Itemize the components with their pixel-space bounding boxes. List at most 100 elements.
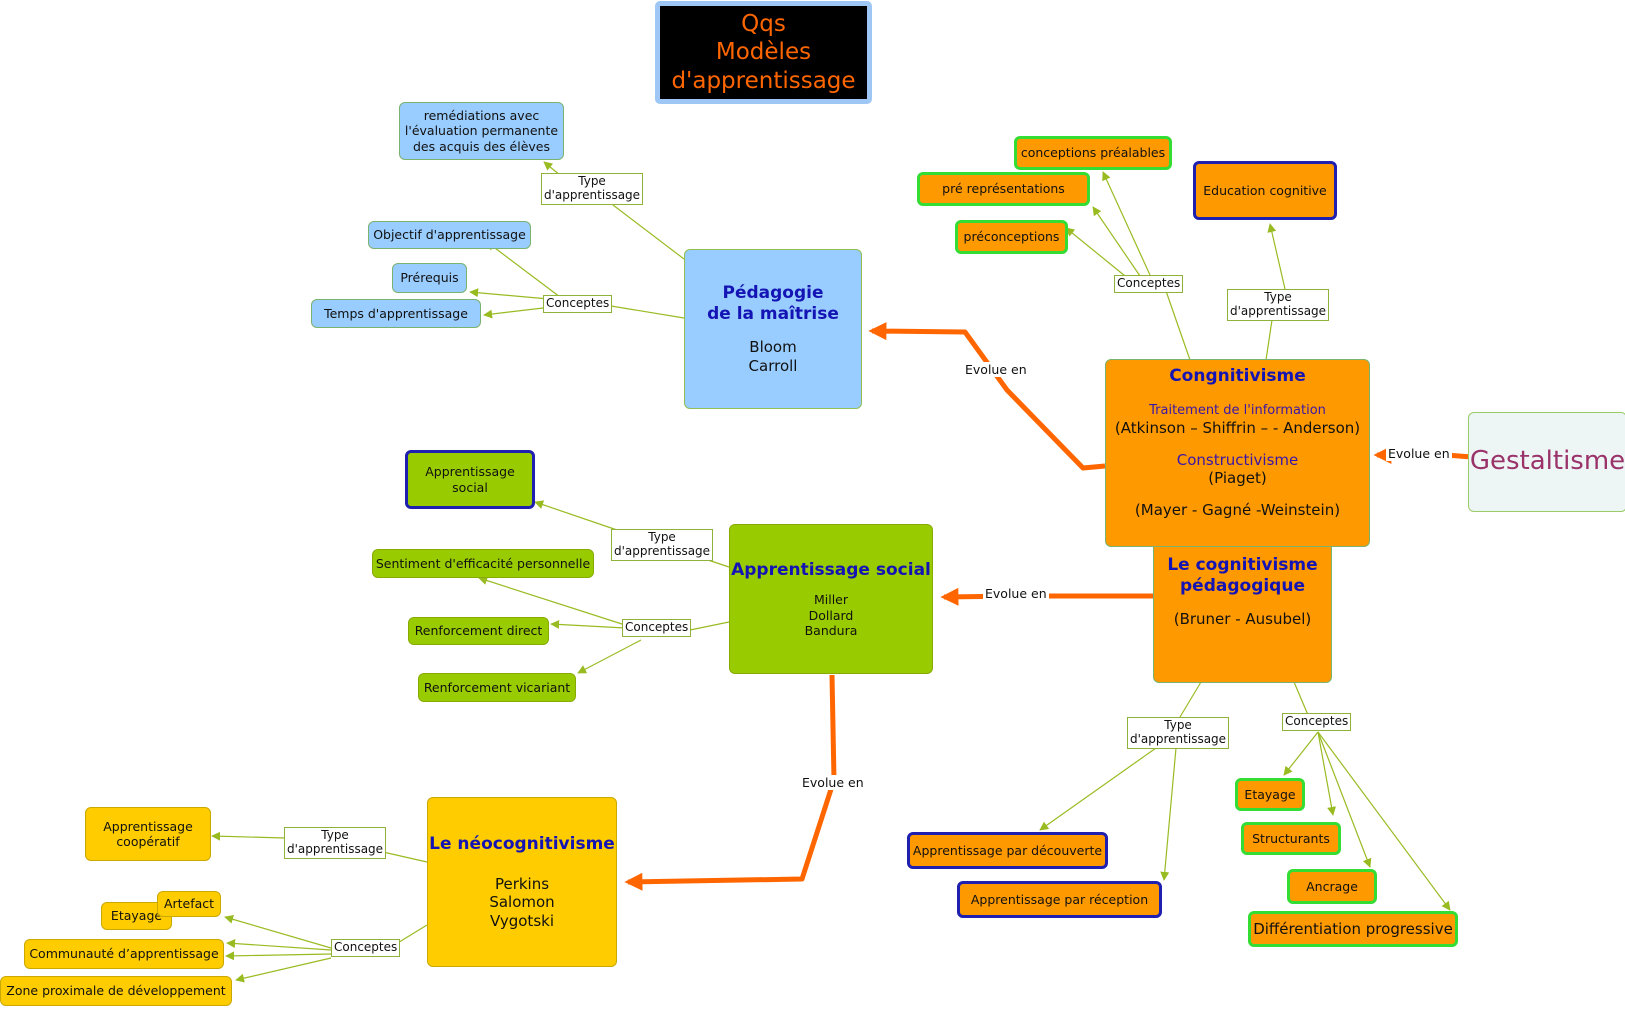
connector bbox=[707, 559, 730, 568]
connector bbox=[1102, 171, 1151, 276]
evolve-label: Evolue en bbox=[965, 362, 1027, 377]
cooperatif-line-2: coopératif bbox=[116, 834, 180, 849]
pre-representations-label: pré représentations bbox=[942, 181, 1065, 197]
node-neocognitivisme[interactable]: Le néocognitivisme Perkins Salomon Vygot… bbox=[427, 797, 617, 967]
reception-label: Apprentissage par réception bbox=[970, 891, 1149, 907]
social-author-1: Miller bbox=[813, 592, 849, 608]
node-zone-proximale[interactable]: Zone proximale de développement bbox=[0, 976, 232, 1006]
ancrage-label: Ancrage bbox=[1306, 878, 1358, 894]
connector bbox=[689, 621, 730, 631]
evolve-label-cognitivisme-social: Evolue en bbox=[983, 586, 1049, 601]
node-sentiment-efficacite[interactable]: Sentiment d'efficacité personnelle bbox=[372, 549, 594, 578]
node-renforcement-direct[interactable]: Renforcement direct bbox=[408, 617, 549, 645]
type-label-line-2: d'apprentissage bbox=[1130, 731, 1227, 746]
connector bbox=[612, 204, 685, 260]
sentiment-label: Sentiment d'efficacité personnelle bbox=[375, 555, 591, 571]
temps-label: Temps d'apprentissage bbox=[324, 305, 468, 321]
type-label-line-1: Type bbox=[1264, 290, 1292, 304]
social-author-2: Dollard bbox=[808, 607, 854, 623]
type-label-line-1: Type bbox=[578, 174, 606, 188]
node-differentiation-progressive[interactable]: Différentiation progressive bbox=[1248, 911, 1458, 947]
neo-author-3: Vygotski bbox=[490, 911, 554, 930]
node-etayage[interactable]: Etayage bbox=[1235, 778, 1305, 811]
connector bbox=[1160, 747, 1177, 881]
connector bbox=[1317, 731, 1336, 816]
node-structurants[interactable]: Structurants bbox=[1241, 822, 1341, 855]
cognitivisme-line-1: Traitement de l'information bbox=[1149, 402, 1326, 418]
connector bbox=[1179, 681, 1202, 718]
node-preconceptions[interactable]: préconceptions bbox=[955, 220, 1068, 254]
connector bbox=[534, 500, 618, 531]
gestaltisme-label: Gestaltisme bbox=[1469, 446, 1625, 477]
node-pre-representations[interactable]: pré représentations bbox=[917, 172, 1090, 206]
link-label-type-social: Type d'apprentissage bbox=[611, 529, 714, 561]
preconceptions-label: préconceptions bbox=[963, 229, 1060, 245]
renf-vicariant-label: Renforcement vicariant bbox=[423, 679, 571, 695]
concepts-label: Conceptes bbox=[1285, 714, 1349, 728]
etayage-label: Etayage bbox=[1244, 786, 1296, 802]
concepts-label: Conceptes bbox=[546, 296, 610, 310]
connector bbox=[610, 305, 685, 319]
app-social-line-2: social bbox=[452, 479, 488, 495]
node-apprentissage-cooperatif[interactable]: Apprentissage coopératif bbox=[85, 807, 211, 861]
type-label-line-1: Type bbox=[1164, 718, 1192, 732]
connector bbox=[1092, 206, 1141, 277]
node-education-cognitive[interactable]: Education cognitive bbox=[1193, 161, 1337, 220]
social-author-3: Bandura bbox=[804, 622, 858, 638]
link-label-type-cognitivisme-ped: Type d'apprentissage bbox=[1127, 717, 1230, 749]
node-objectif-apprentissage[interactable]: Objectif d'apprentissage bbox=[368, 221, 531, 249]
etayage-neo-label: Etayage bbox=[110, 908, 163, 924]
node-renforcement-vicariant[interactable]: Renforcement vicariant bbox=[418, 673, 576, 702]
remediations-line-3: des acquis des élèves bbox=[412, 138, 551, 154]
node-remediations[interactable]: remédiations avec l'évaluation permanent… bbox=[399, 102, 564, 160]
connector bbox=[486, 241, 561, 298]
cognitivisme-title: Congnitivisme bbox=[1169, 366, 1306, 386]
social-title: Apprentissage social bbox=[731, 559, 931, 580]
node-apprentissage-decouverte[interactable]: Apprentissage par découverte bbox=[907, 832, 1108, 869]
node-pedagogie-maitrise[interactable]: Pédagogie de la maîtrise Bloom Carroll bbox=[684, 249, 862, 409]
connector bbox=[1317, 731, 1372, 868]
concepts-label: Conceptes bbox=[334, 940, 398, 954]
communaute-label: Communauté d’apprentissage bbox=[29, 946, 219, 962]
renf-direct-label: Renforcement direct bbox=[414, 623, 543, 639]
node-artefact[interactable]: Artefact bbox=[157, 891, 221, 917]
node-prerequis[interactable]: Prérequis bbox=[392, 263, 467, 293]
evolve-arrow-social-neo bbox=[624, 674, 837, 891]
evolve-arrow-cognitivisme-social bbox=[940, 587, 1155, 606]
type-label-line-1: Type bbox=[321, 828, 349, 842]
maitrise-title-1: Pédagogie bbox=[722, 282, 824, 303]
connector bbox=[1283, 731, 1319, 776]
node-communaute-apprentissage[interactable]: Communauté d’apprentissage bbox=[24, 939, 224, 969]
cognitivisme-ped-title-2: pédagogique bbox=[1180, 575, 1305, 596]
education-label: Education cognitive bbox=[1203, 182, 1327, 198]
differentiation-label: Différentiation progressive bbox=[1253, 919, 1453, 938]
link-label-concepts-cognitivisme: Conceptes bbox=[1114, 275, 1184, 293]
node-gestaltisme[interactable]: Gestaltisme bbox=[1468, 412, 1625, 512]
node-app-social-type[interactable]: Apprentissage social bbox=[405, 450, 535, 509]
connector bbox=[1293, 681, 1309, 716]
node-apprentissage-reception[interactable]: Apprentissage par réception bbox=[957, 881, 1162, 918]
node-temps-apprentissage[interactable]: Temps d'apprentissage bbox=[311, 299, 481, 328]
node-apprentissage-social[interactable]: Apprentissage social Miller Dollard Band… bbox=[729, 524, 933, 674]
node-conceptions-prealables[interactable]: conceptions préalables bbox=[1014, 136, 1172, 170]
connector bbox=[226, 939, 332, 951]
concepts-label: Conceptes bbox=[625, 620, 689, 634]
connector bbox=[1039, 747, 1157, 831]
page-title: Qqs Modèles d'apprentissage bbox=[655, 1, 872, 104]
node-cognitivisme-pedagogique[interactable]: Le cognitivisme pédagogique (Bruner - Au… bbox=[1153, 530, 1332, 683]
connector bbox=[1317, 731, 1451, 911]
evolve-arrow-cognitivisme-maitrise bbox=[868, 322, 1106, 471]
evolve-label-cognitivisme-maitrise: Evolue en bbox=[963, 362, 1029, 377]
connector bbox=[1165, 290, 1191, 361]
node-cognitivisme[interactable]: Congnitivisme Traitement de l'informatio… bbox=[1105, 359, 1370, 547]
connector bbox=[1065, 227, 1131, 281]
type-label-line-2: d'apprentissage bbox=[544, 187, 641, 202]
link-label-concepts-maitrise: Conceptes bbox=[543, 295, 613, 313]
neo-author-1: Perkins bbox=[494, 874, 550, 893]
structurants-label: Structurants bbox=[1252, 830, 1330, 846]
cognitivisme-ped-authors: (Bruner - Ausubel) bbox=[1173, 610, 1312, 629]
type-label-line-2: d'apprentissage bbox=[1230, 303, 1327, 318]
evolve-label-gestalt-cognitivisme: Evolue en bbox=[1386, 446, 1452, 461]
node-ancrage[interactable]: Ancrage bbox=[1287, 869, 1377, 904]
artefact-label: Artefact bbox=[163, 896, 215, 912]
